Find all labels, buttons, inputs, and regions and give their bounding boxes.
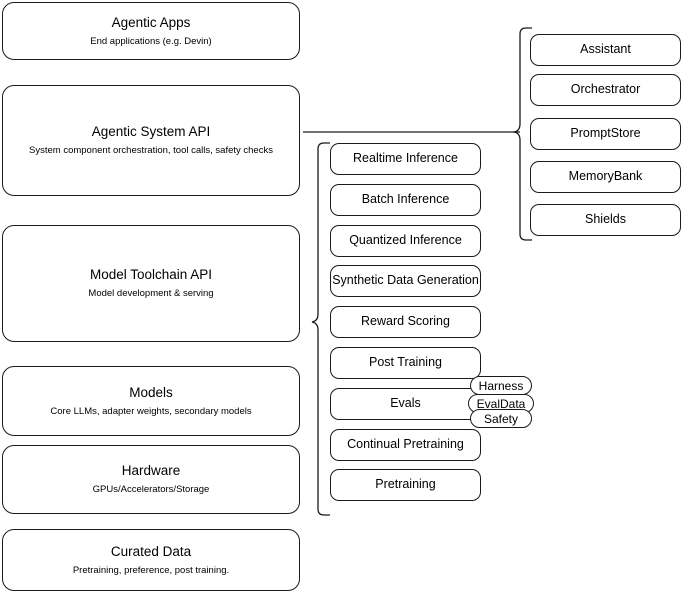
capability-box-evals[interactable]: Evals xyxy=(330,388,481,420)
layer-subtitle: Pretraining, preference, post training. xyxy=(72,564,230,576)
eval-pill-label: Safety xyxy=(483,411,519,426)
middle-brace xyxy=(311,142,330,516)
layer-box-agentic-apps[interactable]: Agentic Apps End applications (e.g. Devi… xyxy=(2,2,300,60)
layer-box-model-toolchain-api[interactable]: Model Toolchain API Model development & … xyxy=(2,225,300,342)
eval-pill-label: Harness xyxy=(478,378,524,393)
layer-box-hardware[interactable]: Hardware GPUs/Accelerators/Storage xyxy=(2,445,300,514)
layer-box-models[interactable]: Models Core LLMs, adapter weights, secon… xyxy=(2,366,300,436)
eval-pill-safety[interactable]: Safety xyxy=(470,409,532,428)
capability-box-continual-pretraining[interactable]: Continual Pretraining xyxy=(330,429,481,461)
layer-title: Hardware xyxy=(121,463,181,479)
layer-subtitle: End applications (e.g. Devin) xyxy=(90,35,212,47)
capability-box-realtime-inference[interactable]: Realtime Inference xyxy=(330,143,481,175)
eval-pill-label: EvalData xyxy=(476,396,526,411)
system-component-box-memorybank[interactable]: MemoryBank xyxy=(530,161,681,193)
layer-title: Curated Data xyxy=(110,543,192,559)
system-component-label: MemoryBank xyxy=(568,169,643,184)
layer-title: Models xyxy=(129,384,173,400)
system-component-box-orchestrator[interactable]: Orchestrator xyxy=(530,74,681,106)
system-component-box-shields[interactable]: Shields xyxy=(530,204,681,236)
capability-box-pretraining[interactable]: Pretraining xyxy=(330,469,481,501)
layer-box-agentic-system-api[interactable]: Agentic System API System component orch… xyxy=(2,85,300,196)
layer-box-curated-data[interactable]: Curated Data Pretraining, preference, po… xyxy=(2,529,300,591)
capability-box-quantized-inference[interactable]: Quantized Inference xyxy=(330,225,481,257)
system-component-box-assistant[interactable]: Assistant xyxy=(530,34,681,66)
capability-box-synthetic-data-generation[interactable]: Synthetic Data Generation xyxy=(330,265,481,297)
capability-label: Quantized Inference xyxy=(349,233,462,248)
layer-title: Model Toolchain API xyxy=(89,267,213,283)
system-component-label: PromptStore xyxy=(570,126,641,141)
layer-title: Agentic System API xyxy=(91,124,211,140)
capability-label: Post Training xyxy=(369,355,442,370)
system-component-label: Orchestrator xyxy=(570,82,641,97)
capability-label: Pretraining xyxy=(375,477,436,492)
capability-label: Synthetic Data Generation xyxy=(332,273,479,288)
capability-box-batch-inference[interactable]: Batch Inference xyxy=(330,184,481,216)
layer-subtitle: GPUs/Accelerators/Storage xyxy=(92,484,210,495)
layer-subtitle: System component orchestration, tool cal… xyxy=(29,145,273,156)
layer-title: Agentic Apps xyxy=(111,14,191,30)
capability-label: Evals xyxy=(390,396,421,411)
eval-pill-harness[interactable]: Harness xyxy=(470,376,532,395)
capability-label: Continual Pretraining xyxy=(347,437,464,452)
system-component-label: Assistant xyxy=(580,42,631,57)
capability-label: Realtime Inference xyxy=(353,151,458,166)
capability-label: Batch Inference xyxy=(361,192,450,207)
capability-box-reward-scoring[interactable]: Reward Scoring xyxy=(330,306,481,338)
system-component-box-promptstore[interactable]: PromptStore xyxy=(530,118,681,150)
system-component-label: Shields xyxy=(585,212,626,227)
capability-box-post-training[interactable]: Post Training xyxy=(330,347,481,379)
layer-subtitle: Core LLMs, adapter weights, secondary mo… xyxy=(50,405,252,417)
capability-label: Reward Scoring xyxy=(361,314,450,329)
layer-subtitle: Model development & serving xyxy=(88,288,214,299)
